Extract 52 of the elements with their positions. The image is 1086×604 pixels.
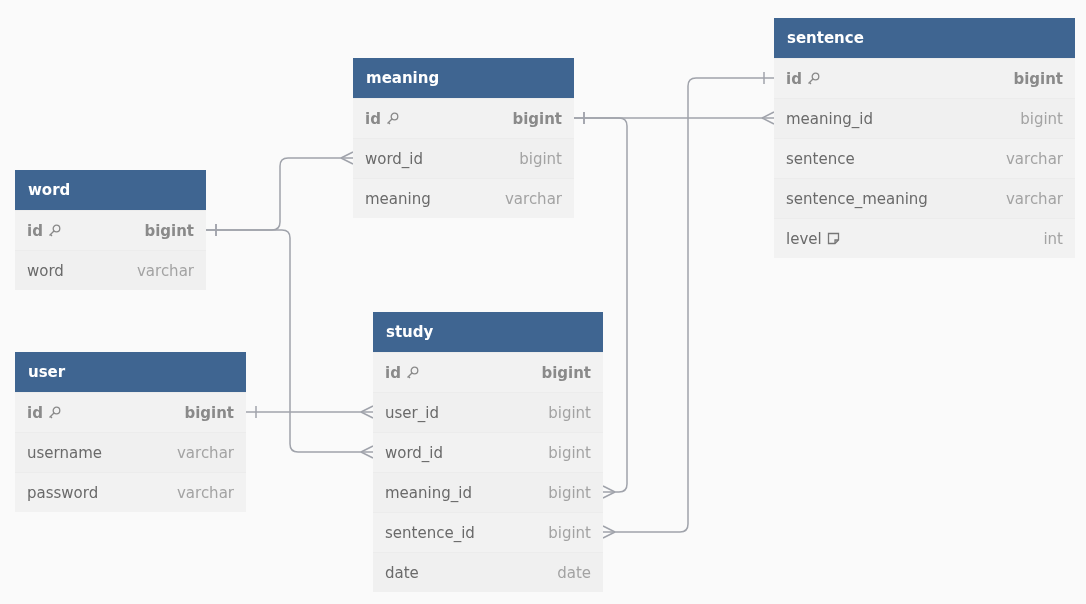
data-type: varchar [1005, 189, 1063, 208]
table-name: sentence [787, 28, 864, 48]
relationship-line [245, 405, 374, 419]
data-type: bigint [144, 221, 194, 240]
entity-table [774, 18, 1075, 258]
data-type: bigint [1013, 69, 1063, 88]
column-name: word [27, 261, 64, 280]
data-type: bigint [512, 109, 562, 128]
data-type: bigint [548, 403, 591, 422]
data-type: varchar [1005, 149, 1063, 168]
data-type: bigint [184, 403, 234, 422]
column-name: level [786, 229, 822, 248]
entity-table [15, 352, 246, 512]
column-name: meaning [365, 189, 431, 208]
column-name: username [27, 443, 102, 462]
data-type: varchar [504, 189, 562, 208]
data-type: varchar [136, 261, 194, 280]
data-type: bigint [541, 363, 591, 382]
entity-table [353, 58, 574, 218]
relationship-line [205, 223, 374, 459]
data-type: date [557, 563, 591, 582]
data-type: varchar [176, 443, 234, 462]
data-type: bigint [519, 149, 562, 168]
column-name: word_id [365, 149, 424, 168]
entity-table [15, 170, 206, 290]
table-name: word [28, 180, 71, 200]
relationship-line [602, 71, 775, 539]
column-name: meaning_id [385, 483, 472, 502]
data-type: int [1043, 229, 1063, 248]
data-type: bigint [1020, 109, 1063, 128]
column-name: id [27, 221, 43, 240]
column-name: user_id [385, 403, 439, 422]
relationship-line [573, 111, 628, 499]
column-name: id [365, 109, 381, 128]
data-type: varchar [176, 483, 234, 502]
column-name: meaning_id [786, 109, 873, 128]
column-name: id [27, 403, 43, 422]
table-name: user [28, 362, 66, 382]
column-name: date [385, 563, 419, 582]
column-name: word_id [385, 443, 444, 462]
data-type: bigint [548, 443, 591, 462]
column-name: id [786, 69, 802, 88]
table-name: meaning [366, 68, 440, 88]
entity-table [373, 312, 603, 592]
column-name: sentence [786, 149, 855, 168]
column-name: id [385, 363, 401, 382]
data-type: bigint [548, 483, 591, 502]
column-name: sentence_meaning [786, 189, 928, 208]
column-name: sentence_id [385, 523, 475, 542]
data-type: bigint [548, 523, 591, 542]
table-name: study [386, 322, 434, 342]
column-name: password [27, 483, 99, 502]
